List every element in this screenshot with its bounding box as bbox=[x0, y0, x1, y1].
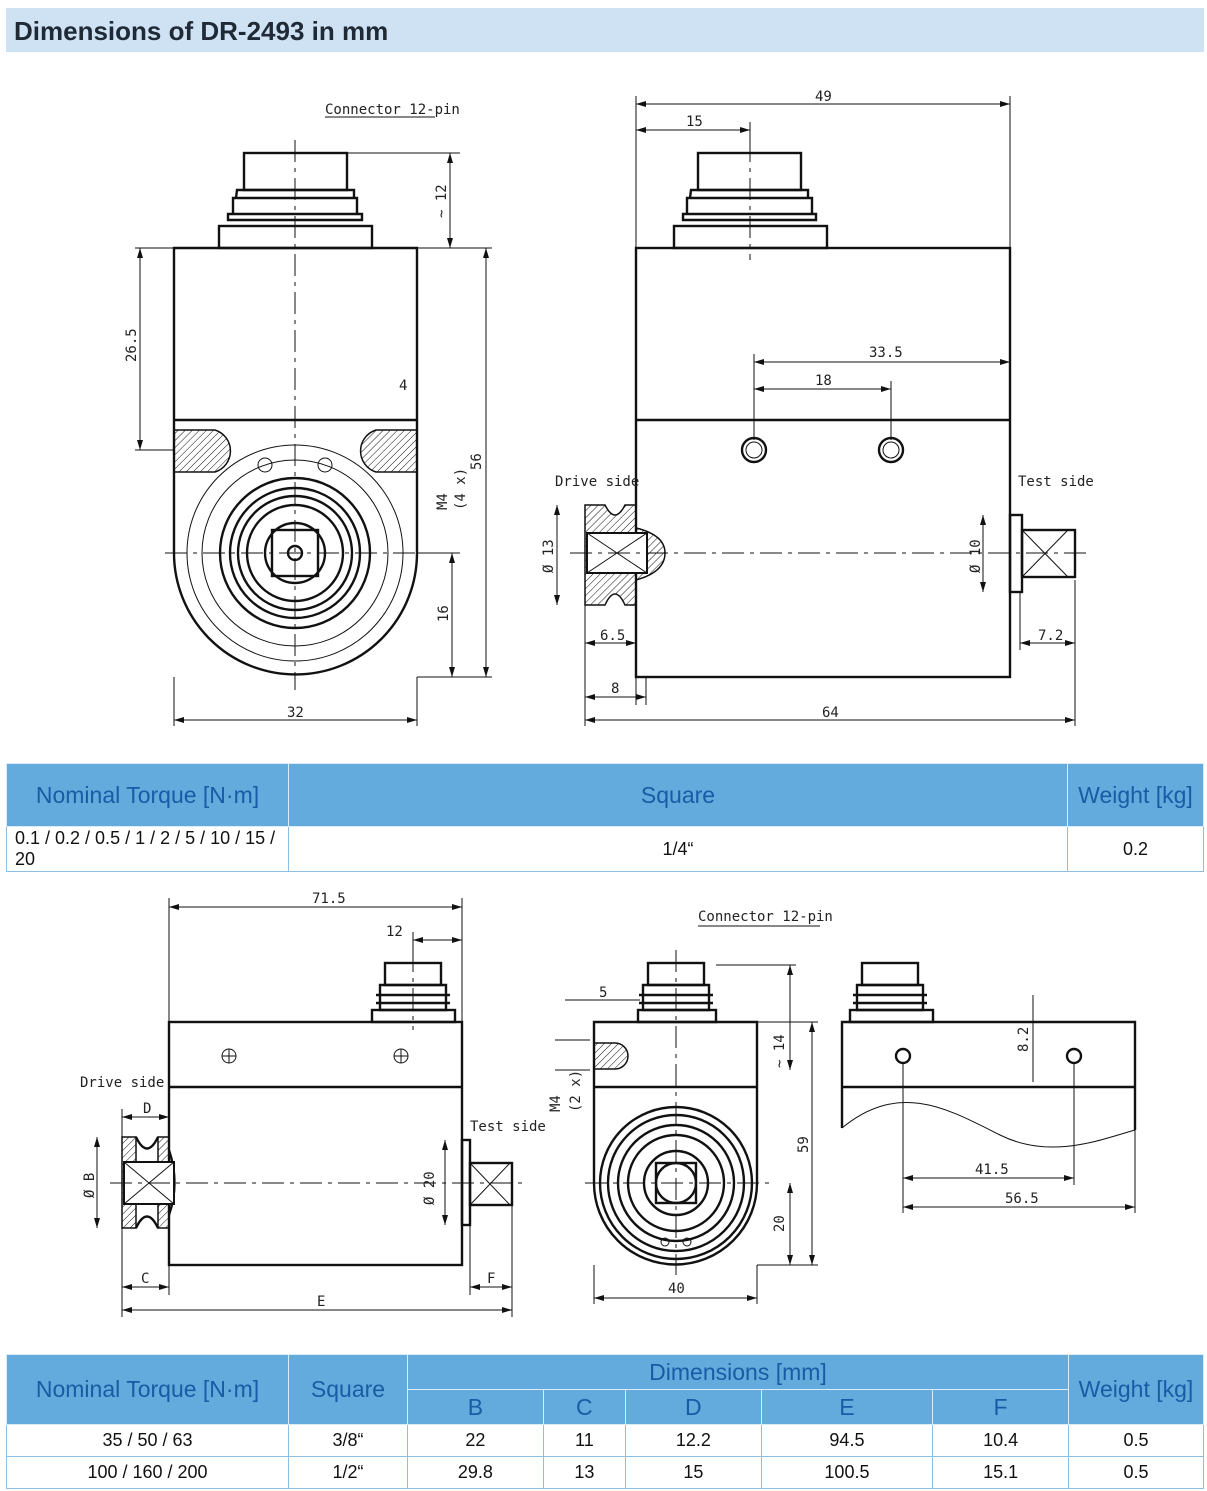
thread-count: (2 x) bbox=[568, 1070, 584, 1112]
dim-label: 56.5 bbox=[1005, 1191, 1039, 1207]
thread-count: (4 x) bbox=[453, 468, 469, 510]
front-view-large: Connector 12-pin 5 ~ 14 59 20 40 M4 (2 x… bbox=[548, 909, 833, 1297]
dim-label: 16 bbox=[436, 605, 452, 622]
connector-label: Connector 12-pin bbox=[698, 909, 833, 925]
drive-side-label: Drive side bbox=[80, 1075, 164, 1091]
dim-label: 15 bbox=[686, 114, 703, 130]
spec-table-small: Nominal Torque [N·m] Square Weight [kg] … bbox=[6, 763, 1204, 872]
spec-table-large: Nominal Torque [N·m] Square Dimensions [… bbox=[6, 1354, 1204, 1489]
header-d: D bbox=[624, 1389, 762, 1425]
dim-label: 12 bbox=[386, 924, 403, 940]
dim-label: E bbox=[317, 1294, 325, 1310]
dim-label: 6.5 bbox=[600, 628, 625, 644]
dim-label: Ø 13 bbox=[541, 539, 557, 573]
drive-side-label: Drive side bbox=[555, 474, 639, 490]
header-b: B bbox=[407, 1389, 544, 1425]
cell: 13 bbox=[542, 1456, 626, 1489]
dim-label: 8 bbox=[611, 681, 619, 697]
cell: 1/2“ bbox=[288, 1456, 408, 1489]
cell: 35 / 50 / 63 bbox=[6, 1424, 289, 1457]
header-weight: Weight [kg] bbox=[1068, 1354, 1204, 1425]
dim-label: 8.2 bbox=[1016, 1027, 1032, 1052]
connector-label: Connector 12-pin bbox=[325, 102, 460, 118]
header-torque: Nominal Torque [N·m] bbox=[6, 1354, 289, 1425]
dim-label: 4 bbox=[399, 378, 407, 394]
cell: 15 bbox=[624, 1456, 762, 1489]
dim-label: 40 bbox=[668, 1281, 685, 1297]
page-title: Dimensions of DR-2493 in mm bbox=[14, 16, 389, 46]
dim-label: ~ 12 bbox=[434, 184, 450, 218]
test-side-label: Test side bbox=[1018, 474, 1094, 490]
dim-label: D bbox=[143, 1101, 151, 1117]
dim-label: 33.5 bbox=[869, 345, 903, 361]
front-view-small: Connector 12-pin ~ 12 26.5 4 56 16 32 M4… bbox=[124, 102, 485, 721]
cell: 10.4 bbox=[932, 1424, 1069, 1457]
dim-label: 5 bbox=[599, 985, 607, 1001]
cell: 12.2 bbox=[624, 1424, 762, 1457]
cell: 100 / 160 / 200 bbox=[6, 1456, 289, 1489]
header-square: Square bbox=[288, 1354, 408, 1425]
dimension-lines bbox=[94, 96, 1136, 1317]
dim-label: 59 bbox=[796, 1136, 812, 1153]
table-row: 100 / 160 / 200 1/2“ 29.8 13 15 100.5 15… bbox=[6, 1456, 1204, 1489]
cell: 29.8 bbox=[407, 1456, 544, 1489]
thread-label: M4 bbox=[548, 1095, 564, 1112]
dim-label: 71.5 bbox=[312, 891, 346, 907]
side-view-small: Drive side Test side 49 15 33.5 18 Ø 13 … bbox=[541, 89, 1094, 721]
dim-label: 7.2 bbox=[1038, 628, 1063, 644]
side-view-large: Drive side Test side 71.5 12 D Ø B C E F… bbox=[80, 891, 546, 1310]
cell: 100.5 bbox=[760, 1456, 934, 1489]
dim-label: 32 bbox=[287, 705, 304, 721]
header-torque: Nominal Torque [N·m] bbox=[6, 763, 289, 827]
dim-label: 26.5 bbox=[124, 328, 140, 362]
cell: 94.5 bbox=[760, 1424, 934, 1457]
test-side-label: Test side bbox=[470, 1119, 546, 1135]
cell: 11 bbox=[542, 1424, 626, 1457]
dim-label: 20 bbox=[772, 1215, 788, 1232]
header-e: E bbox=[760, 1389, 934, 1425]
dim-label: 49 bbox=[815, 89, 832, 105]
title-bar: Dimensions of DR-2493 in mm bbox=[6, 8, 1204, 52]
table-row: 0.1 / 0.2 / 0.5 / 1 / 2 / 5 / 10 / 15 / … bbox=[6, 826, 1204, 872]
header-square: Square bbox=[288, 763, 1068, 827]
cell: 0.2 bbox=[1067, 826, 1204, 872]
dim-label: Ø 10 bbox=[968, 539, 984, 573]
table-row: 35 / 50 / 63 3/8“ 22 11 12.2 94.5 10.4 0… bbox=[6, 1424, 1204, 1457]
cell: 15.1 bbox=[932, 1456, 1069, 1489]
dim-label: 41.5 bbox=[975, 1162, 1009, 1178]
dim-label: C bbox=[141, 1271, 149, 1287]
header-dimensions: Dimensions [mm] bbox=[407, 1354, 1069, 1390]
dim-label: Ø 20 bbox=[422, 1171, 438, 1205]
dim-label: 18 bbox=[815, 373, 832, 389]
cell: 0.5 bbox=[1068, 1424, 1204, 1457]
cell: 22 bbox=[407, 1424, 544, 1457]
cell: 1/4“ bbox=[288, 826, 1068, 872]
header-f: F bbox=[932, 1389, 1069, 1425]
dim-label: ~ 14 bbox=[772, 1034, 788, 1068]
dim-label: Ø B bbox=[82, 1173, 98, 1198]
partial-view: 8.2 41.5 56.5 bbox=[840, 961, 1137, 1207]
dim-label: 56 bbox=[469, 453, 485, 470]
cell: 0.5 bbox=[1068, 1456, 1204, 1489]
header-weight: Weight [kg] bbox=[1067, 763, 1204, 827]
dim-label: 64 bbox=[822, 705, 839, 721]
header-c: C bbox=[542, 1389, 626, 1425]
cell: 0.1 / 0.2 / 0.5 / 1 / 2 / 5 / 10 / 15 / … bbox=[6, 826, 289, 872]
cell: 3/8“ bbox=[288, 1424, 408, 1457]
dim-label: F bbox=[487, 1271, 495, 1287]
thread-label: M4 bbox=[435, 493, 451, 510]
